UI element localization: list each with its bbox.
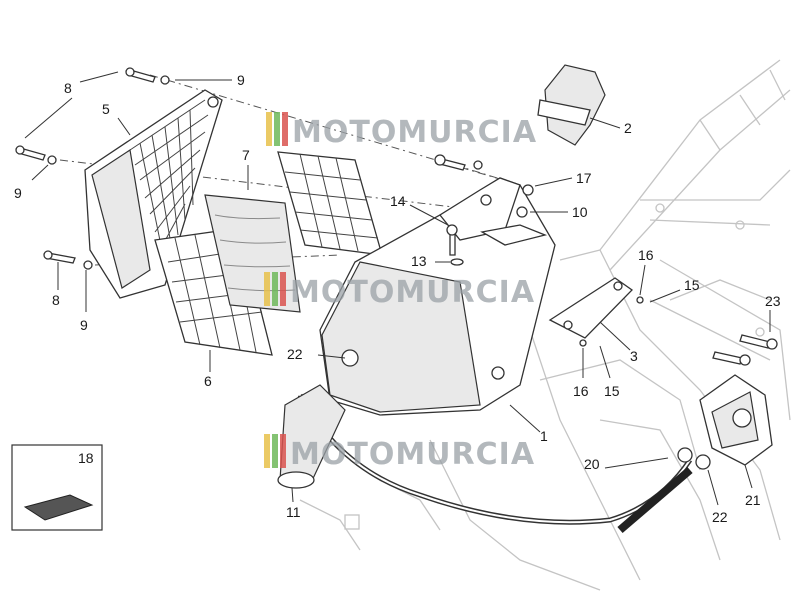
callout-2: 2 (624, 120, 632, 136)
watermark-stripe (274, 112, 280, 146)
watermark-stripe (282, 112, 288, 146)
callout-21: 21 (745, 492, 761, 508)
callout-8-top: 8 (64, 80, 72, 96)
watermark-stripe (264, 434, 270, 468)
part-3-bracket (548, 277, 633, 339)
callout-9-top: 9 (237, 72, 245, 88)
callout-22-bottom: 22 (712, 509, 728, 525)
callout-9-bottom: 9 (80, 317, 88, 333)
fasteners (15, 67, 778, 366)
callout-16-bottom: 16 (573, 383, 589, 399)
watermark-stripe (264, 272, 270, 306)
part-21-breather-housing (699, 374, 773, 466)
callout-22-left: 22 (287, 346, 303, 362)
leader-lines (24, 71, 771, 506)
callout-3: 3 (630, 348, 638, 364)
callout-6: 6 (204, 373, 212, 389)
callout-5: 5 (102, 101, 110, 117)
watermark-stripe (266, 112, 272, 146)
callout-14: 14 (390, 193, 406, 209)
watermark-text: MOTOMURCIA (290, 437, 535, 472)
part-2-intake-boot (537, 64, 606, 146)
motorcycle-frame (299, 59, 791, 591)
callout-20: 20 (584, 456, 600, 472)
callout-1: 1 (540, 428, 548, 444)
callout-15-bottom: 15 (604, 383, 620, 399)
watermark-middle: MOTOMURCIA (264, 272, 535, 310)
callout-11: 11 (286, 504, 301, 520)
watermark-stripe (272, 272, 278, 306)
watermark-stripe (280, 272, 286, 306)
part-5-grille-frame (84, 89, 223, 299)
callout-9-left: 9 (14, 185, 22, 201)
callout-labels: 8 9 5 9 7 2 17 14 10 13 16 15 8 9 23 22 … (14, 72, 781, 525)
callout-23: 23 (765, 293, 781, 309)
part-18-inset (11, 444, 103, 531)
part-1-airbox (319, 177, 556, 416)
callout-8-bottom: 8 (52, 292, 60, 308)
callout-16-top: 16 (638, 247, 654, 263)
callout-7: 7 (242, 147, 250, 163)
watermark-bottom: MOTOMURCIA (264, 434, 535, 472)
callout-13: 13 (411, 253, 427, 269)
part-rear-grille (277, 151, 383, 256)
watermark-stripe (272, 434, 278, 468)
callout-18: 18 (78, 450, 94, 466)
part-20-hose (297, 393, 711, 534)
callout-17: 17 (576, 170, 592, 186)
watermark-text: MOTOMURCIA (290, 275, 535, 310)
watermark-top: MOTOMURCIA (266, 112, 537, 150)
callout-10: 10 (572, 204, 588, 220)
callout-15-top: 15 (684, 277, 700, 293)
watermark-text: MOTOMURCIA (292, 115, 537, 150)
watermark-stripe (280, 434, 286, 468)
